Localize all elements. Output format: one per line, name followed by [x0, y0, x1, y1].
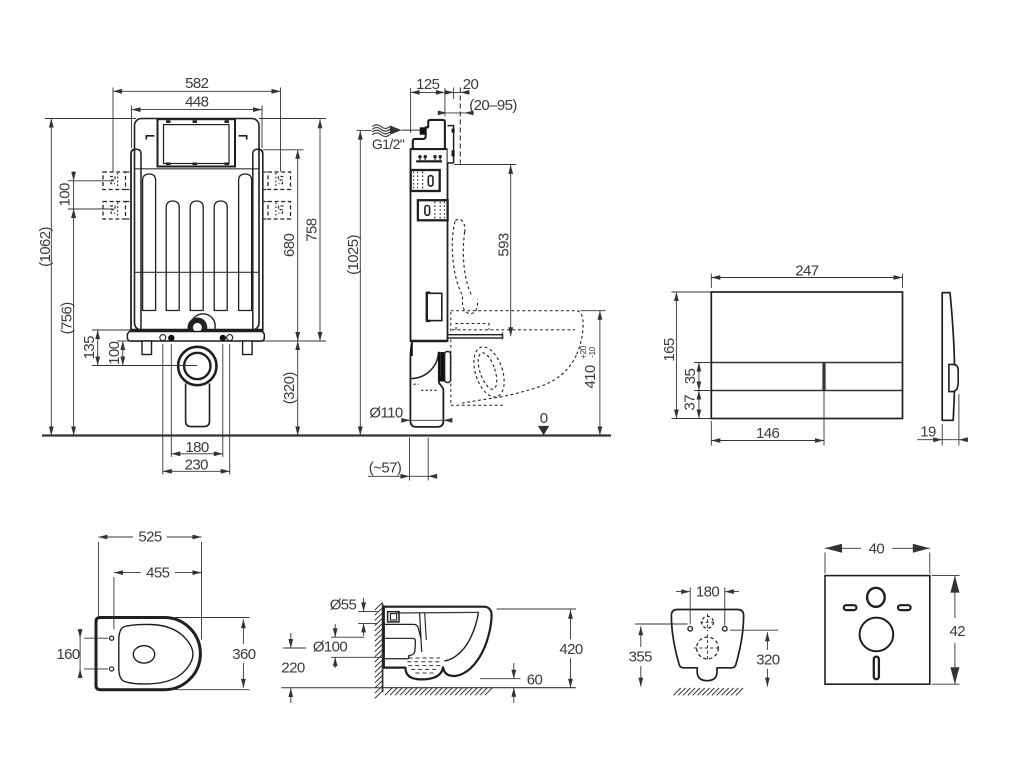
svg-text:+20: +20 [578, 345, 588, 358]
svg-text:(1025): (1025) [345, 235, 362, 275]
svg-text:(320): (320) [281, 372, 298, 405]
svg-text:35: 35 [682, 369, 699, 385]
svg-text:40: 40 [869, 540, 885, 557]
svg-text:G1/2": G1/2" [372, 136, 405, 152]
svg-text:Ø100: Ø100 [313, 639, 348, 656]
svg-text:135: 135 [81, 336, 98, 359]
svg-text:180: 180 [185, 439, 208, 456]
svg-text:680: 680 [281, 234, 298, 257]
svg-text:758: 758 [304, 218, 321, 241]
svg-text:Ø55: Ø55 [330, 597, 357, 614]
svg-text:19: 19 [920, 424, 936, 441]
svg-text:0: 0 [540, 410, 548, 427]
svg-text:247: 247 [795, 262, 818, 279]
svg-text:-10: -10 [587, 346, 597, 357]
svg-text:220: 220 [281, 659, 304, 676]
svg-text:146: 146 [756, 425, 779, 442]
svg-text:160: 160 [56, 646, 79, 663]
svg-text:420: 420 [559, 641, 582, 658]
svg-text:320: 320 [756, 652, 779, 669]
svg-text:60: 60 [527, 671, 543, 688]
svg-text:(1062): (1062) [37, 227, 54, 267]
svg-text:448: 448 [185, 93, 208, 110]
svg-text:230: 230 [185, 456, 208, 473]
svg-text:(20–95): (20–95) [469, 97, 517, 114]
svg-text:125: 125 [416, 76, 439, 93]
svg-text:455: 455 [146, 564, 169, 581]
svg-text:42: 42 [950, 623, 966, 640]
svg-text:410: 410 [582, 365, 599, 388]
svg-text:593: 593 [495, 233, 512, 256]
svg-text:355: 355 [629, 649, 652, 666]
svg-text:360: 360 [232, 646, 255, 663]
svg-text:(756): (756) [59, 302, 76, 335]
svg-text:180: 180 [696, 584, 719, 601]
svg-text:582: 582 [185, 75, 208, 92]
svg-text:(~57): (~57) [369, 459, 402, 476]
svg-text:100: 100 [106, 341, 123, 364]
svg-text:Ø110: Ø110 [369, 404, 402, 421]
svg-text:165: 165 [661, 338, 678, 361]
svg-text:525: 525 [138, 529, 161, 546]
svg-text:37: 37 [682, 395, 699, 411]
svg-text:100: 100 [57, 183, 74, 206]
svg-text:20: 20 [463, 76, 479, 93]
